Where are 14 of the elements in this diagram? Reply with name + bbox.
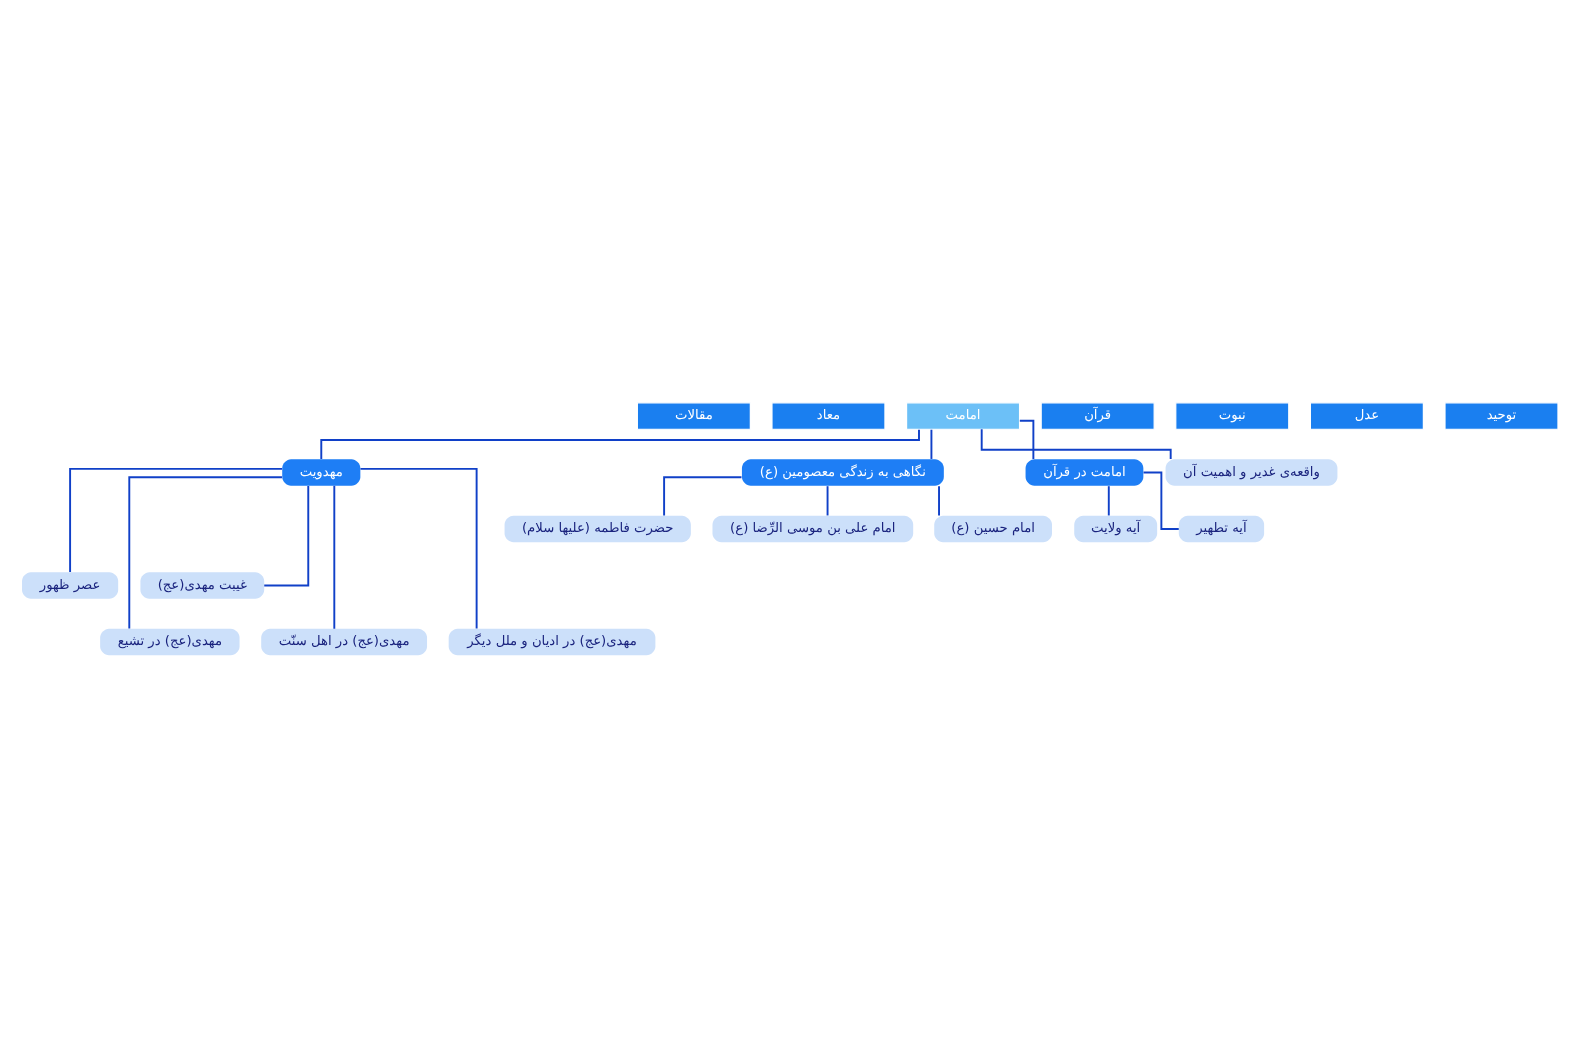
connector (359, 466, 478, 629)
connector (320, 427, 920, 459)
connector (1107, 484, 1110, 516)
connector (333, 483, 336, 629)
connector (1142, 470, 1180, 529)
connector (263, 483, 310, 586)
connector (128, 475, 283, 629)
connector (930, 427, 933, 459)
connector (663, 475, 743, 516)
connector (980, 427, 1172, 459)
connector (938, 484, 940, 516)
connector (1018, 418, 1035, 459)
connector (69, 466, 283, 573)
connector (826, 484, 829, 516)
